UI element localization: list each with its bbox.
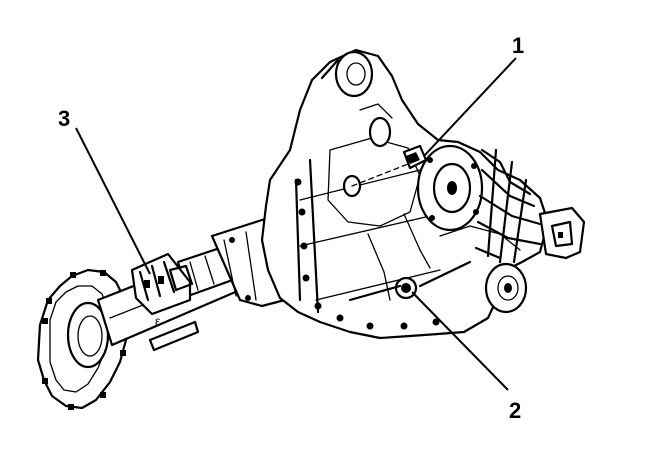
svg-text:ε: ε: [155, 314, 161, 328]
housing-ribs: [439, 148, 542, 264]
drain-plug: [394, 276, 418, 300]
pinion-flange: [416, 144, 484, 232]
actuator-connector: [130, 252, 194, 316]
callout-3: 3: [58, 106, 70, 131]
leader-line-3: [75, 127, 151, 275]
leader-line-2: [411, 291, 509, 391]
leader-line-1: [423, 57, 517, 157]
callout-2: 2: [509, 398, 521, 423]
output-yoke: [538, 206, 586, 260]
differential-housing: [260, 48, 586, 340]
lower-mount: [484, 262, 528, 314]
callout-1: 1: [512, 33, 524, 58]
